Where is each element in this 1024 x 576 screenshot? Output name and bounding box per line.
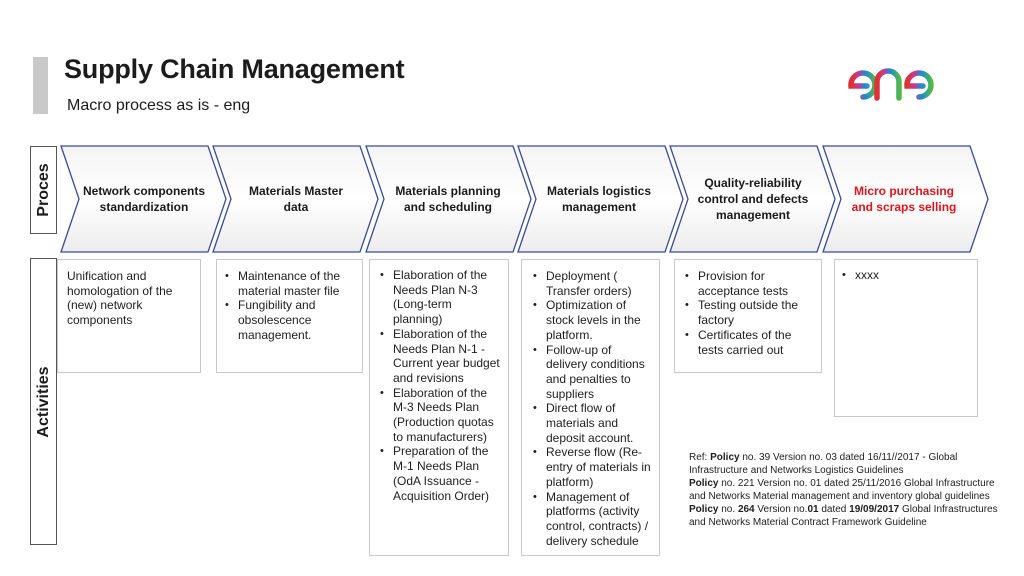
process-step-2: Materials Master data [248,184,344,214]
process-step-1: Network components standardization [82,184,205,214]
chevron-step-6 [822,145,989,253]
chevron-step-5 [669,145,836,253]
activity-item: Fungibility and obsolescence management. [222,298,356,342]
activity-item: Deployment ( Transfer orders) [530,269,653,298]
chevron-step-4 [517,145,684,253]
activity-item: xxxx [839,268,971,283]
process-chevron-row [60,145,989,253]
activity-item: Elaboration of the M-3 Needs Plan (Produ… [377,386,502,445]
reference-line-1: Ref: Policy no. 39 Version no. 03 dated … [689,452,958,476]
activity-item: Certificates of the tests carried out [682,328,815,357]
chevron-step-1 [60,145,227,253]
process-step-4: Materials logistics management [546,184,652,214]
title-accent-bar [33,57,48,114]
chevron-step-2 [212,145,379,253]
activity-item: Optimization of stock levels in the plat… [530,298,653,342]
process-side-label: Proces [30,146,57,234]
process-step-5: Quality-reliability control and defects … [697,176,809,222]
activity-item: Follow-up of delivery conditions and pen… [530,343,653,402]
activity-item: Management of platforms (activity contro… [530,490,653,549]
activity-item: Preparation of the M-1 Needs Plan (OdA I… [377,444,502,503]
activity-box-4: Deployment ( Transfer orders) Optimizati… [521,259,660,556]
activity-box-6: xxxx [834,259,978,417]
activities-side-label: Activities [30,258,57,545]
policy-references: Ref: Policy no. 39 Version no. 03 dated … [689,452,1007,529]
activity-box-5: Provision for acceptance tests Testing o… [674,259,822,373]
activity-text: Unification and homologation of the (new… [67,269,173,328]
chevron-step-3 [365,145,532,253]
activity-item: Testing outside the factory [682,298,815,327]
activity-item: Reverse flow (Re-entry of materials in p… [530,445,653,489]
activity-box-3: Elaboration of the Needs Plan N-3 (Long-… [369,259,509,556]
activity-box-2: Maintenance of the material master file … [216,259,363,373]
process-step-3: Materials planning and scheduling [395,184,501,214]
process-step-6: Micro purchasing and scraps selling [851,184,957,214]
activity-box-1: Unification and homologation of the (new… [57,259,201,373]
activity-item: Direct flow of materials and deposit acc… [530,401,653,445]
reference-line-2: Policy no. 221 Version no. 01 dated 25/1… [689,477,995,502]
reference-line-3: Policy no. 264 Version no.01 dated 19/09… [689,503,998,528]
enel-logo [848,57,942,101]
activity-item: Elaboration of the Needs Plan N-1 - Curr… [377,327,502,386]
activity-item: Maintenance of the material master file [222,269,356,298]
page-title: Supply Chain Management [64,54,405,84]
activity-item: Provision for acceptance tests [682,269,815,298]
page-subtitle: Macro process as is - eng [67,97,251,114]
activity-item: Elaboration of the Needs Plan N-3 (Long-… [377,268,502,327]
